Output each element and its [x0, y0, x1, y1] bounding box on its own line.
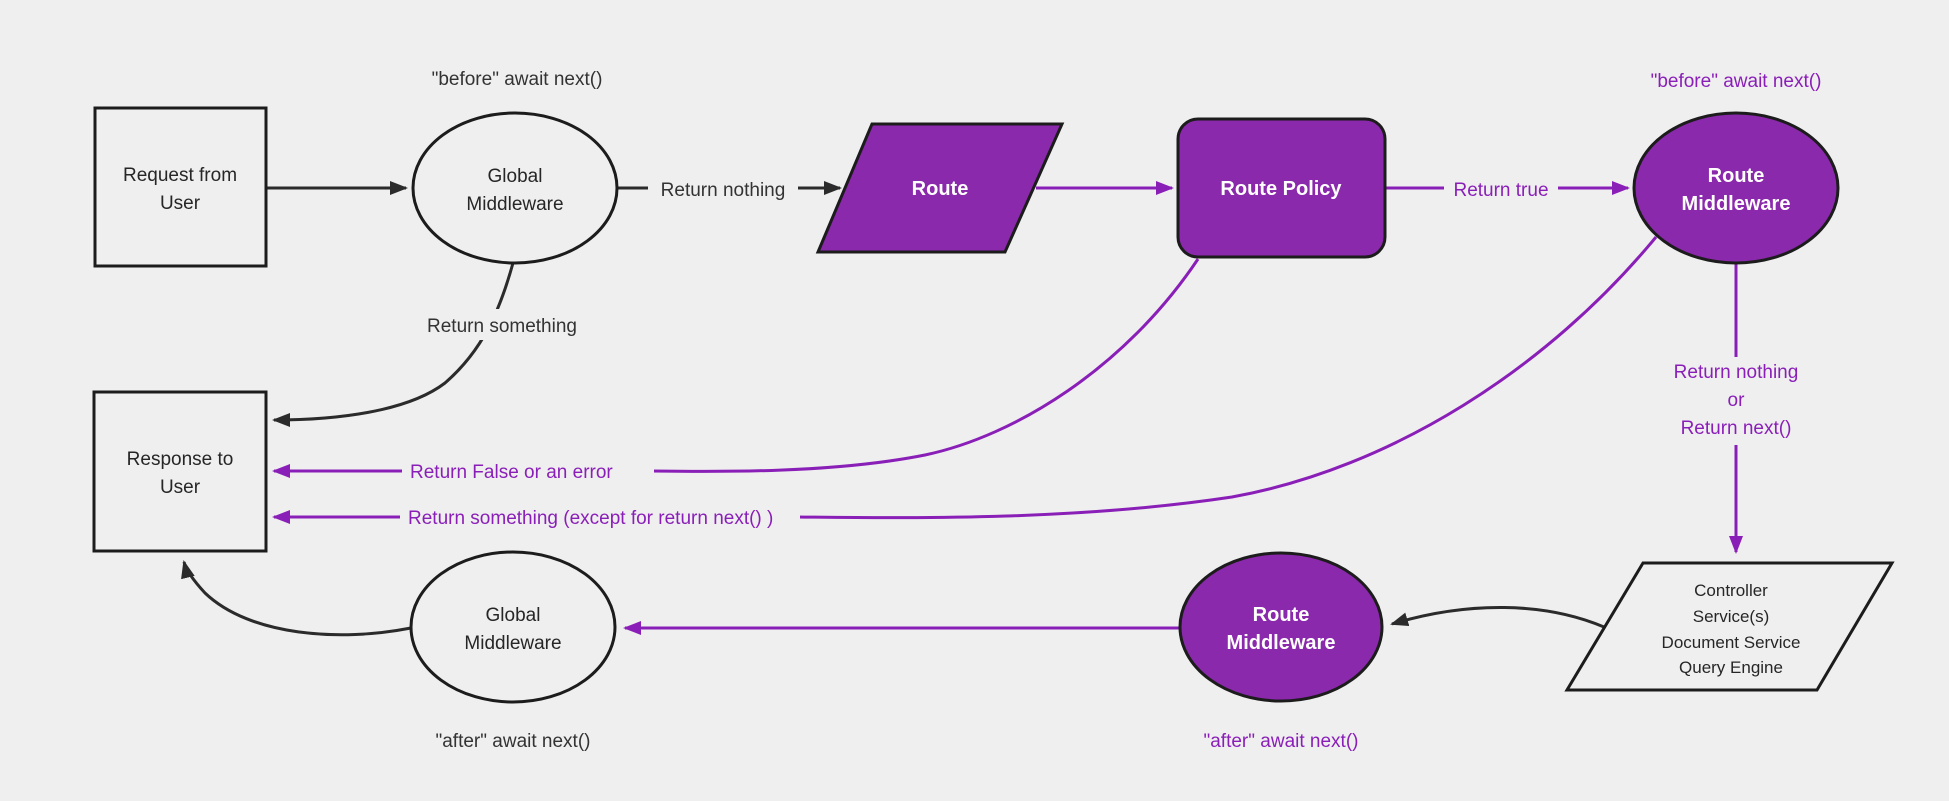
- node-response-to-user: Response to User: [92, 390, 268, 553]
- svg-text:Middleware: Middleware: [466, 194, 563, 215]
- node-route-middleware-bottom: Route Middleware: [1178, 551, 1384, 703]
- svg-text:Response to: Response to: [127, 449, 234, 470]
- svg-text:Document Service: Document Service: [1662, 633, 1801, 652]
- node-route: Route: [815, 122, 1065, 254]
- svg-text:Global: Global: [486, 605, 541, 626]
- request-from-user-box: [93, 106, 268, 268]
- edge-label-return-nothing: Return nothing: [648, 173, 798, 203]
- svg-text:Global: Global: [488, 166, 543, 187]
- edge-label-return-something-except: Return something (except for return next…: [400, 502, 800, 532]
- svg-text:Controller: Controller: [1694, 581, 1768, 600]
- edge-label-before-await-next-route: "before" await next(): [1651, 71, 1822, 92]
- svg-text:Route Policy: Route Policy: [1220, 178, 1342, 200]
- svg-text:Route: Route: [912, 178, 969, 200]
- route-middleware-bottom-ellipse: [1178, 551, 1384, 703]
- controller-parallelogram: [1564, 561, 1895, 692]
- node-controller-services: Controller Service(s) Document Service Q…: [1564, 561, 1895, 692]
- edge-label-before-await-next-global: "before" await next(): [432, 69, 603, 90]
- svg-text:Return False or an error: Return False or an error: [410, 462, 613, 483]
- svg-text:Middleware: Middleware: [1682, 193, 1791, 215]
- edge-route-middleware-to-response: [272, 236, 1658, 524]
- svg-text:"after" await next(): "after" await next(): [436, 731, 591, 752]
- node-route-middleware-top: Route Middleware: [1632, 111, 1840, 265]
- edge-label-return-nothing-or-return-next: Return nothing or Return next(): [1653, 357, 1819, 445]
- svg-text:User: User: [160, 193, 201, 214]
- edge-label-return-false-or-error: Return False or an error: [402, 456, 654, 486]
- svg-text:Return next(): Return next(): [1681, 418, 1792, 439]
- svg-text:Middleware: Middleware: [464, 633, 561, 654]
- edge-label-after-await-next-global: "after" await next(): [436, 731, 591, 752]
- svg-text:Return true: Return true: [1453, 180, 1548, 201]
- response-to-user-box: [92, 390, 268, 553]
- svg-text:or: or: [1728, 390, 1746, 411]
- route-policy-box: [1176, 117, 1387, 259]
- edge-label-return-something: Return something: [405, 309, 599, 340]
- edge-label-return-true: Return true: [1444, 173, 1558, 203]
- svg-text:Return something (except for r: Return something (except for return next…: [408, 508, 773, 529]
- route-parallelogram: [815, 122, 1065, 254]
- edge-route-policy-to-response: [272, 258, 1200, 478]
- edge-controller-to-route-middleware-bottom: [1390, 605, 1605, 629]
- global-middleware-bottom-ellipse: [409, 550, 617, 704]
- global-middleware-top-ellipse: [411, 111, 619, 265]
- svg-text:"before" await next(): "before" await next(): [1651, 71, 1822, 92]
- svg-text:Service(s): Service(s): [1693, 607, 1770, 626]
- svg-text:"after" await next(): "after" await next(): [1204, 731, 1359, 752]
- node-route-policy: Route Policy: [1176, 117, 1387, 259]
- svg-text:"before" await next(): "before" await next(): [432, 69, 603, 90]
- svg-text:Request from: Request from: [123, 165, 237, 186]
- svg-text:Route: Route: [1253, 604, 1310, 626]
- node-global-middleware-top: Global Middleware: [411, 111, 619, 265]
- svg-text:Query Engine: Query Engine: [1679, 658, 1783, 677]
- route-middleware-top-ellipse: [1632, 111, 1840, 265]
- node-global-middleware-bottom: Global Middleware: [409, 550, 617, 704]
- svg-text:Return something: Return something: [427, 316, 577, 337]
- svg-text:Return nothing: Return nothing: [1674, 362, 1799, 383]
- svg-text:Middleware: Middleware: [1227, 632, 1336, 654]
- svg-text:Return nothing: Return nothing: [661, 180, 786, 201]
- edge-global-middleware-to-response: [272, 262, 515, 427]
- edge-global-middleware-bottom-to-response: [181, 560, 412, 637]
- svg-text:User: User: [160, 477, 201, 498]
- node-request-from-user: Request from User: [93, 106, 268, 268]
- svg-text:Route: Route: [1708, 165, 1765, 187]
- edge-label-after-await-next-route: "after" await next(): [1204, 731, 1359, 752]
